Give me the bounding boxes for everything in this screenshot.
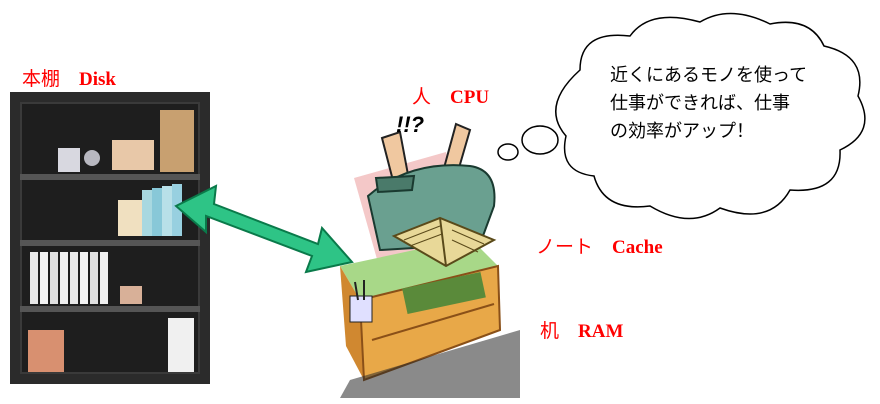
thought-text: 近くにあるモノを使って 仕事ができれば、仕事 の効率がアップ！ [610, 62, 840, 146]
notebook-illustration [391, 216, 497, 268]
label-note: ノート Cache [536, 232, 663, 259]
desk-illustration [340, 238, 520, 398]
person-illustration [366, 122, 496, 252]
label-note-en: Cache [612, 237, 663, 258]
double-arrow [174, 184, 354, 274]
label-person: 人 CPU [412, 82, 489, 109]
label-person-en: CPU [450, 87, 490, 108]
label-desk-jp: 机 [540, 320, 560, 342]
label-bookshelf-en: Disk [79, 69, 116, 90]
thought-cloud [497, 12, 866, 220]
label-bookshelf-jp: 本棚 [22, 68, 61, 90]
label-note-jp: ノート [536, 236, 594, 258]
label-desk-en: RAM [578, 321, 624, 342]
thought-line-1: 近くにあるモノを使って [610, 65, 808, 86]
bookshelf-illustration [10, 92, 210, 384]
thought-line-3: の効率がアップ！ [610, 121, 754, 142]
label-bookshelf: 本棚 Disk [22, 64, 116, 91]
label-desk: 机 RAM [540, 316, 623, 343]
label-person-jp: 人 [412, 86, 432, 108]
thought-line-2: 仕事ができれば、仕事 [610, 93, 790, 114]
exclaim-mark: !!? [396, 112, 425, 137]
